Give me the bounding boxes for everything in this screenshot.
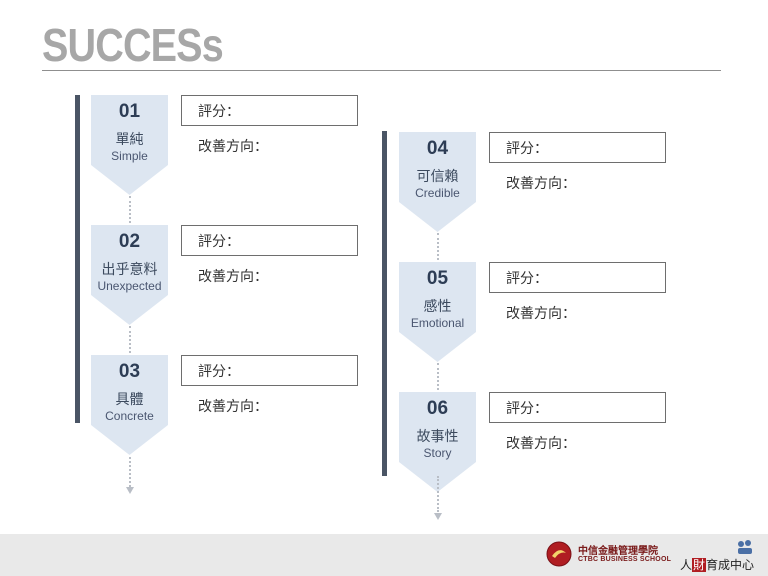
step-title-zh: 感性 <box>423 299 452 315</box>
step-number: 06 <box>426 398 449 419</box>
talent-center-char-2: 財 <box>692 558 707 572</box>
slide-title: SUCCESs <box>42 19 224 71</box>
score-field-emotional[interactable]: 評分： <box>489 262 666 293</box>
step-title-en: Concrete <box>105 409 154 423</box>
step-connector <box>437 233 439 260</box>
score-field-unexpected[interactable]: 評分： <box>181 225 358 256</box>
arrow-down-icon <box>434 513 442 520</box>
step-connector <box>437 363 439 390</box>
footer-bar: 中信金融管理學院 CTBC BUSINESS SCHOOL 人財育成中心 <box>0 534 768 576</box>
step-connector <box>437 476 439 512</box>
step-03-chevron: 03 具體 Concrete <box>91 355 168 455</box>
step-01-chevron: 01 單純 Simple <box>91 95 168 195</box>
improve-label-credible: 改善方向： <box>506 176 576 192</box>
score-field-story[interactable]: 評分： <box>489 392 666 423</box>
step-connector <box>129 196 131 223</box>
step-title-en: Simple <box>111 149 148 163</box>
step-number: 01 <box>118 101 141 122</box>
score-field-simple[interactable]: 評分： <box>181 95 358 126</box>
step-title-zh: 出乎意料 <box>101 262 158 278</box>
step-connector <box>129 326 131 353</box>
arrow-down-icon <box>126 487 134 494</box>
talent-center-char-1: 人 <box>680 558 693 572</box>
improve-label-story: 改善方向： <box>506 436 576 452</box>
ctbc-name-en: CTBC BUSINESS SCHOOL <box>578 556 672 563</box>
left-column-bar <box>75 95 80 423</box>
step-title-zh: 具體 <box>115 392 144 408</box>
step-number: 03 <box>118 361 141 382</box>
step-title-en: Emotional <box>410 316 465 330</box>
step-title-zh: 可信賴 <box>416 169 459 185</box>
improve-label-simple: 改善方向： <box>198 139 268 155</box>
talent-center-logo: 人財育成中心 <box>680 556 754 573</box>
score-field-concrete[interactable]: 評分： <box>181 355 358 386</box>
ctbc-name-zh: 中信金融管理學院 <box>578 546 658 557</box>
step-title-en: Credible <box>415 186 460 200</box>
people-icon <box>738 540 752 554</box>
score-field-credible[interactable]: 評分： <box>489 132 666 163</box>
step-06-chevron: 06 故事性 Story <box>399 392 476 492</box>
improve-label-emotional: 改善方向： <box>506 306 576 322</box>
improve-label-unexpected: 改善方向： <box>198 269 268 285</box>
title-divider <box>42 70 721 71</box>
step-title-zh: 單純 <box>115 132 144 148</box>
step-connector <box>129 457 131 487</box>
step-number: 02 <box>118 231 141 252</box>
improve-label-concrete: 改善方向： <box>198 399 268 415</box>
step-number: 05 <box>426 268 449 289</box>
right-column-bar <box>382 131 387 476</box>
step-04-chevron: 04 可信賴 Credible <box>399 132 476 232</box>
step-title-en: Story <box>423 446 452 460</box>
step-title-en: Unexpected <box>97 279 162 293</box>
step-number: 04 <box>426 138 449 159</box>
talent-center-rest: 育成中心 <box>706 558 755 572</box>
step-title-zh: 故事性 <box>416 429 459 445</box>
ctbc-logo-icon <box>546 541 572 567</box>
step-05-chevron: 05 感性 Emotional <box>399 262 476 362</box>
step-02-chevron: 02 出乎意料 Unexpected <box>91 225 168 325</box>
